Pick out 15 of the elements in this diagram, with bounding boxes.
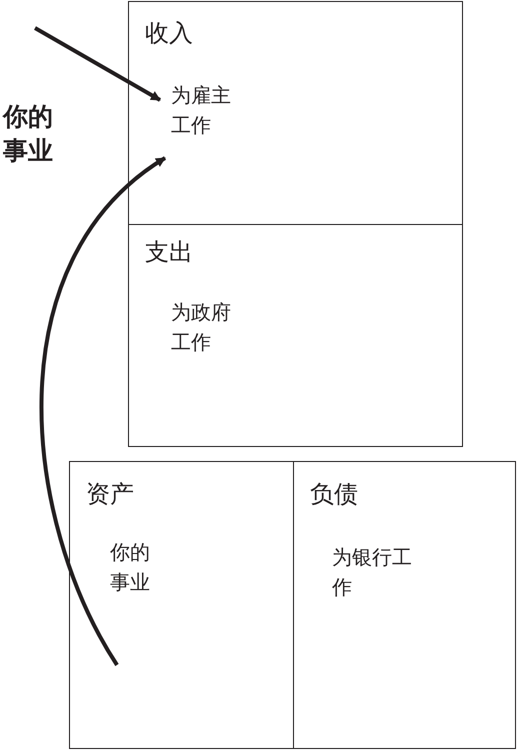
arrow [34, 26, 161, 102]
box-heading: 负债 [310, 480, 358, 508]
liability-box [293, 461, 516, 749]
box-heading: 收入 [145, 19, 193, 47]
box-text: 你的事业 [110, 539, 151, 596]
income-box [128, 1, 463, 225]
expense-box [128, 224, 463, 447]
box-text: 为银行工作 [332, 544, 413, 601]
asset-box [69, 461, 294, 749]
arrow [40, 156, 166, 666]
box-heading: 资产 [86, 480, 134, 508]
box-text: 为政府工作 [171, 299, 232, 356]
box-text: 为雇主工作 [171, 82, 232, 139]
side-label: 你的事业 [3, 101, 54, 167]
box-heading: 支出 [145, 238, 193, 266]
